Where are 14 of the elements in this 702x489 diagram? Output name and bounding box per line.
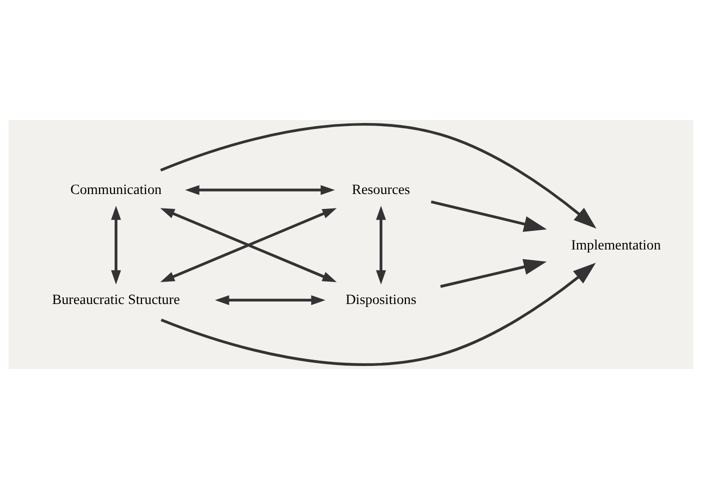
node-text: Resources — [352, 182, 410, 198]
arrow — [214, 295, 326, 306]
node-text: Implementation — [571, 237, 661, 254]
arrow — [160, 123, 596, 229]
arrow — [160, 262, 596, 366]
arrow — [440, 259, 547, 288]
node-text: Dispositions — [346, 292, 416, 308]
node-text: Communication — [70, 182, 162, 198]
arrow — [160, 208, 337, 282]
arrow — [111, 206, 121, 285]
node-text: Bureaucratic Structure — [52, 292, 180, 308]
arrow — [430, 200, 547, 232]
arrow — [376, 206, 386, 284]
arrow — [185, 185, 335, 196]
